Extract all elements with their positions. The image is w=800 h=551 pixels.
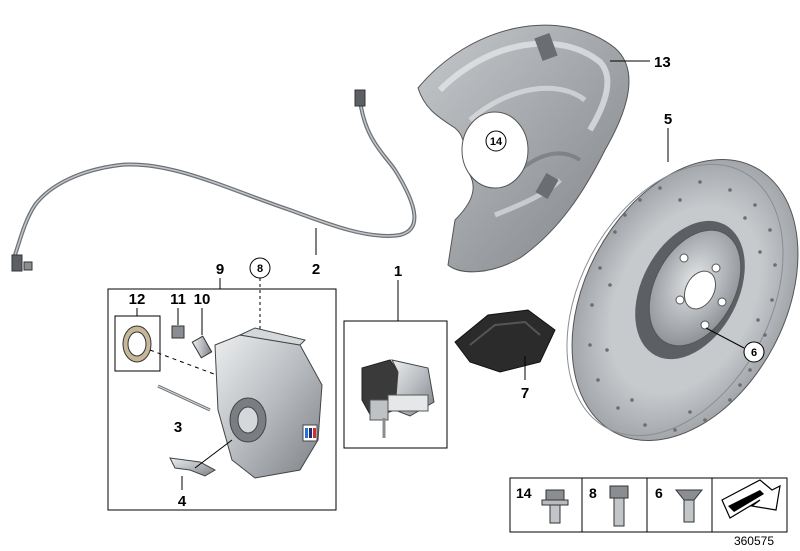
anti-rattle-spring xyxy=(454,309,556,373)
legend-label-14: 14 xyxy=(516,485,532,501)
callout-9: 9 xyxy=(216,261,224,278)
callout-circle-6 xyxy=(743,341,765,363)
seal-axis xyxy=(149,349,231,381)
brake-caliper xyxy=(214,327,323,479)
callout-1: 1 xyxy=(394,263,402,280)
brake-pads xyxy=(361,359,435,438)
bleeder-cap xyxy=(171,325,185,339)
hex-bolt-icon xyxy=(609,485,629,527)
callout-14: 14 xyxy=(490,136,503,148)
caliper-set-frame xyxy=(107,288,337,511)
leader-6 xyxy=(705,327,745,349)
guide-pin xyxy=(157,384,211,412)
countersunk-screw-icon xyxy=(674,489,704,523)
callout-4: 4 xyxy=(178,493,187,510)
bleeder-screw xyxy=(191,335,213,359)
legend-label-8: 8 xyxy=(589,485,597,501)
callout-7: 7 xyxy=(521,385,529,402)
callout-6: 6 xyxy=(751,347,757,359)
callout-circle-14 xyxy=(485,130,507,152)
seal xyxy=(122,325,152,363)
leader-4b xyxy=(194,439,233,469)
flange-bolt-icon xyxy=(541,489,569,524)
callout-2: 2 xyxy=(312,261,320,278)
spring-clip xyxy=(169,457,217,477)
callout-11: 11 xyxy=(170,291,186,308)
callout-8: 8 xyxy=(257,263,263,275)
callout-12: 12 xyxy=(129,291,146,308)
fastener-legend: 14 8 6 xyxy=(509,477,788,533)
brake-disc xyxy=(566,158,799,442)
legend-label-6: 6 xyxy=(655,485,663,501)
document-number: 360575 xyxy=(734,534,774,548)
wear-sensor xyxy=(11,89,417,272)
brake-shield xyxy=(417,24,630,273)
callout-13: 13 xyxy=(654,54,671,71)
direction-arrow-icon xyxy=(721,479,781,519)
callout-3: 3 xyxy=(174,419,182,436)
callout-5: 5 xyxy=(664,111,672,128)
pads-set-frame xyxy=(343,320,448,449)
callout-10: 10 xyxy=(194,291,211,308)
